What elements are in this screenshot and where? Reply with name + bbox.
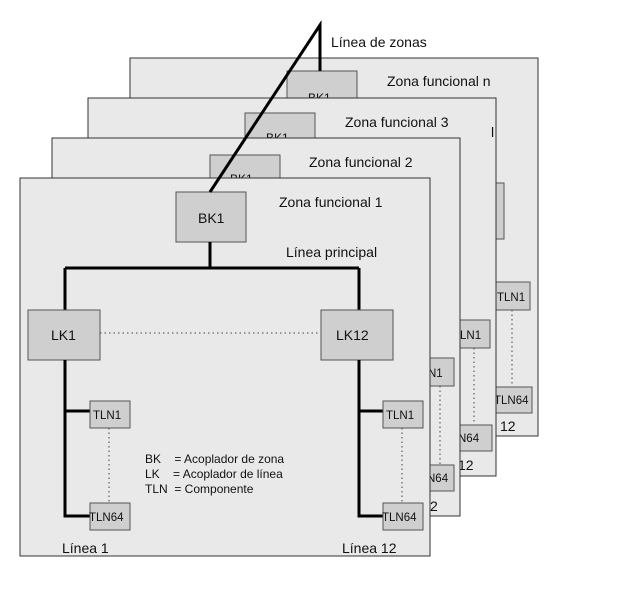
device-box-n-1 — [493, 281, 531, 311]
zone-title-1: Zona funcional 1 — [279, 194, 383, 210]
line-1-device-1-label: TLN1 — [93, 410, 121, 422]
backbone-coupler-label: BK1 — [198, 210, 225, 226]
zone-title-2: Zona funcional 2 — [309, 154, 413, 170]
line-12-device-64-box — [382, 502, 424, 531]
legend-lk: LK = Acoplador de línea — [145, 467, 283, 481]
device-label-2-64: N64 — [427, 473, 449, 485]
device-label-n-1: TLN1 — [497, 292, 525, 304]
line-peek-n: 12 — [500, 418, 516, 434]
device-box-2-64 — [425, 464, 455, 492]
backbone-coupler-box — [175, 191, 247, 243]
line-1-device-64-box — [89, 502, 131, 531]
zone-line-label: Línea de zonas — [331, 34, 427, 50]
legend-bk: BK = Acoplador de zona — [145, 452, 284, 466]
device-label-n-64: TLN64 — [494, 395, 529, 407]
line-1-device-1-box — [89, 400, 131, 429]
line-coupler-12-label: LK12 — [336, 327, 369, 343]
zone-title-3: Zona funcional 3 — [345, 114, 449, 130]
line-coupler-1-label: LK1 — [51, 327, 76, 343]
zone-peek-3: l — [491, 124, 494, 140]
line-coupler-1-box — [27, 309, 101, 361]
line-coupler-12-box — [320, 309, 394, 361]
zone-sheet-1: BK1 Zona funcional 1 Línea principal LK1… — [19, 177, 431, 557]
device-box-3-1 — [457, 319, 491, 349]
line-12-device-1-box — [382, 400, 424, 429]
line-12-device-64-label: TLN64 — [382, 512, 417, 524]
legend-tln: TLN = Componente — [145, 482, 254, 496]
main-line-label: Línea principal — [286, 244, 377, 260]
line-1-label: Línea 1 — [62, 540, 109, 556]
line-12-label: Línea 12 — [342, 540, 397, 556]
device-label-3-1: LN1 — [460, 330, 481, 342]
device-label-2-1: N1 — [428, 368, 443, 380]
line-1-device-64-label: TLN64 — [89, 512, 124, 524]
line-12-device-1-label: TLN1 — [386, 410, 414, 422]
zone-line-bus — [208, 19, 322, 193]
line-peek-2: 2 — [430, 498, 438, 514]
zone-title-n: Zona funcional n — [387, 73, 491, 89]
line-peek-3: 12 — [458, 457, 474, 473]
device-label-3-64: N64 — [458, 433, 480, 445]
